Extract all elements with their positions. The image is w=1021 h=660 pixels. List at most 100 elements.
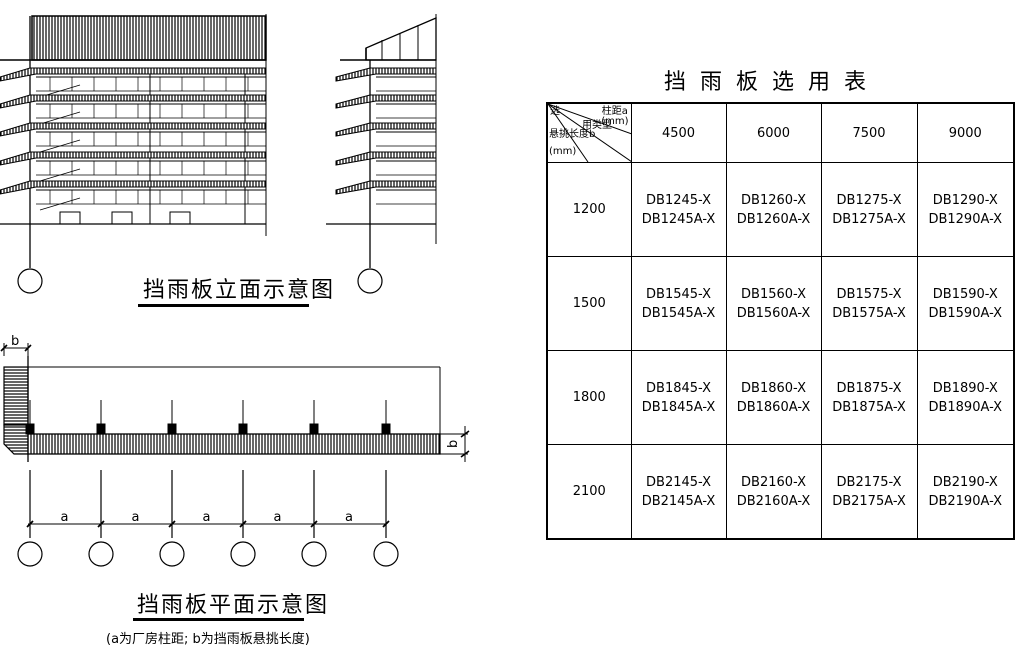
elevation-left bbox=[0, 14, 267, 294]
model-code: DB1275-X bbox=[836, 192, 902, 208]
corner-diagonals bbox=[548, 104, 632, 162]
axis-bubble bbox=[17, 541, 43, 567]
canopy-left bbox=[0, 180, 267, 195]
table-row: 2100 DB2145-X DB2145A-X DB2160-X DB2160A-X… bbox=[546, 444, 1015, 540]
model-code: DB2190A-X bbox=[928, 493, 1003, 509]
dim-a-label: a bbox=[132, 510, 140, 525]
canopy-left bbox=[0, 67, 267, 82]
table-cell: DB1560-X DB1560A-X bbox=[725, 256, 822, 351]
model-code: DB2145A-X bbox=[641, 493, 716, 509]
model-code: DB1545-X bbox=[646, 286, 711, 302]
plan-view: b b bbox=[0, 334, 470, 462]
model-code: DB1860A-X bbox=[736, 399, 811, 415]
model-code: DB1260-X bbox=[741, 192, 806, 208]
column-mark bbox=[309, 423, 319, 435]
dimension-tick bbox=[239, 520, 247, 528]
model-code: DB2190-X bbox=[932, 474, 998, 490]
selection-table: 选 柱距a(mm) 用类型 悬挑长度b (mm) 4500 6000 7500 … bbox=[546, 102, 1015, 540]
slope-line bbox=[39, 139, 81, 153]
model-code: DB1575-X bbox=[836, 286, 902, 302]
dimension-tick bbox=[168, 520, 176, 528]
axis-bubble bbox=[230, 541, 256, 567]
model-code: DB1290A-X bbox=[928, 211, 1003, 227]
dim-a-label: a bbox=[203, 510, 211, 525]
canopy-right bbox=[335, 67, 437, 82]
model-code: DB1560-X bbox=[741, 286, 806, 302]
table-cell: DB1875-X DB1875A-X bbox=[820, 350, 918, 445]
model-code: DB2175-X bbox=[836, 474, 902, 490]
corner-label-top: 选 bbox=[550, 106, 560, 117]
corner-label-right: 柱距a(mm) bbox=[601, 107, 628, 127]
dim-b-top-label: b bbox=[11, 334, 19, 349]
model-code: DB1575A-X bbox=[832, 305, 906, 321]
dimension-tick bbox=[26, 520, 34, 528]
axis-bubble bbox=[301, 541, 327, 567]
corner-label-bottom: (mm) bbox=[549, 146, 577, 157]
model-code: DB1560A-X bbox=[736, 305, 811, 321]
plan-note: (a为厂房柱距; b为挡雨板悬挑长度) bbox=[106, 632, 310, 647]
row-header: 2100 bbox=[546, 444, 632, 540]
model-code: DB2160A-X bbox=[736, 493, 811, 509]
canopy-left bbox=[0, 94, 267, 109]
model-code: DB1245A-X bbox=[641, 211, 716, 227]
model-code: DB2160-X bbox=[741, 474, 806, 490]
table-cell: DB2145-X DB2145A-X bbox=[630, 444, 727, 540]
corner-spacing-unit: (mm) bbox=[601, 116, 629, 127]
axis-bubble bbox=[88, 541, 114, 567]
dimension-tick bbox=[97, 520, 105, 528]
elevation-right bbox=[326, 14, 437, 294]
model-code: DB1245-X bbox=[646, 192, 711, 208]
canopy-right bbox=[335, 122, 437, 137]
plan-caption-underline bbox=[133, 618, 304, 621]
elevation-caption-underline bbox=[138, 304, 309, 307]
model-code: DB1875-X bbox=[836, 380, 902, 396]
model-code: DB1275A-X bbox=[832, 211, 906, 227]
model-code: DB1590-X bbox=[932, 286, 998, 302]
column-header: 7500 bbox=[820, 102, 918, 163]
model-code: DB1875A-X bbox=[832, 399, 906, 415]
axis-bubble bbox=[373, 541, 399, 567]
table-cell: DB1260-X DB1260A-X bbox=[725, 162, 822, 257]
model-code: DB1260A-X bbox=[736, 211, 811, 227]
dimension-tick bbox=[310, 520, 318, 528]
model-code: DB2145-X bbox=[646, 474, 711, 490]
table-cell: DB2160-X DB2160A-X bbox=[725, 444, 822, 540]
table-cell: DB2175-X DB2175A-X bbox=[820, 444, 918, 540]
canopy-left bbox=[0, 122, 267, 137]
table-cell: DB2190-X DB2190A-X bbox=[916, 444, 1015, 540]
model-code: DB2175A-X bbox=[832, 493, 906, 509]
dimension-tick bbox=[382, 520, 390, 528]
dim-a-label: a bbox=[345, 510, 353, 525]
column-mark bbox=[381, 423, 391, 435]
column-mark bbox=[25, 423, 35, 435]
column-header: 9000 bbox=[916, 102, 1015, 163]
plan-caption: 挡雨板平面示意图 bbox=[137, 593, 330, 618]
table-cell: DB1575-X DB1575A-X bbox=[820, 256, 918, 351]
row-header: 1800 bbox=[546, 350, 632, 445]
column-header: 4500 bbox=[630, 102, 727, 163]
column-mark bbox=[238, 423, 248, 435]
slope-line bbox=[39, 111, 81, 125]
table-cell: DB1245-X DB1245A-X bbox=[630, 162, 727, 257]
dim-a-label: a bbox=[61, 510, 69, 525]
elevation-caption: 挡雨板立面示意图 bbox=[143, 278, 336, 303]
column-header: 6000 bbox=[725, 102, 822, 163]
table-header-row: 选 柱距a(mm) 用类型 悬挑长度b (mm) 4500 6000 7500 … bbox=[546, 102, 1015, 163]
table-cell: DB1275-X DB1275A-X bbox=[820, 162, 918, 257]
dim-a-label: a bbox=[274, 510, 282, 525]
axis-bubble bbox=[159, 541, 185, 567]
row-header: 1500 bbox=[546, 256, 632, 351]
column-mark bbox=[96, 423, 106, 435]
model-code: DB1890-X bbox=[932, 380, 998, 396]
plan-columns bbox=[17, 400, 399, 567]
model-code: DB1845-X bbox=[646, 380, 711, 396]
